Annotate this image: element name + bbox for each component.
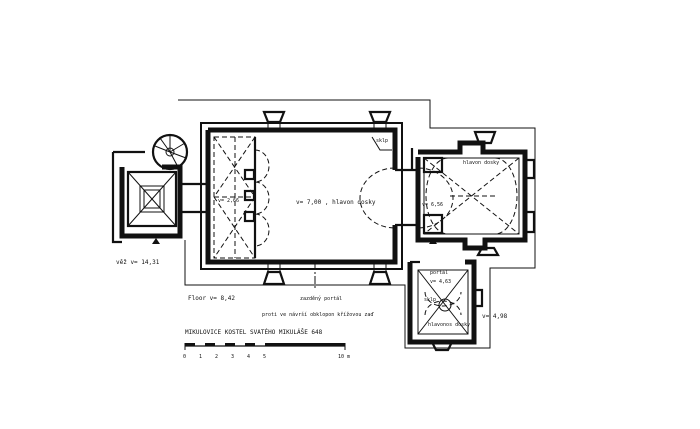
annex-label: sklp	[376, 138, 388, 144]
small-vault-label: v= 2,66	[218, 198, 239, 204]
plan-caption: MIKULOVICE KOSTEL SVATÉHO MIKULÁŠE 648	[185, 328, 323, 336]
triumphal-arch	[359, 167, 454, 229]
nave-buttresses	[262, 110, 392, 286]
choir-height-label: v= 6,56	[422, 202, 443, 208]
site-outline	[178, 99, 536, 349]
scale-tick-2: 2	[215, 354, 218, 360]
east-annex-height-label: v= 4,98	[482, 313, 508, 320]
floor-height-label: Floor v= 8,42	[188, 295, 235, 302]
sacristy-vault-label: hlavonos dosky	[428, 322, 470, 328]
sacristy-height-label: v= 4,63	[430, 279, 451, 285]
scale-tick-3: 3	[231, 354, 234, 360]
tower-height-label: věž v= 14,31	[116, 259, 160, 266]
sacristy	[407, 259, 484, 352]
spiral-staircase	[151, 133, 189, 171]
sacristy-room-label: sklp	[424, 297, 436, 303]
scale-tick-4: 4	[247, 354, 250, 360]
portal-note-label: zazděný portál	[300, 295, 342, 302]
nave-height-label: v= 7,00 , hlavon dosky	[296, 199, 376, 206]
tower	[111, 150, 183, 244]
choir	[410, 140, 528, 251]
scale-tick-5: 5	[263, 354, 266, 360]
cross-note-label: proti ve návrší obklopon křížovou zaď	[262, 311, 374, 318]
nave	[200, 122, 403, 270]
sacristy-portal-label: portál	[430, 269, 448, 276]
choir-buttresses	[473, 130, 536, 257]
scale-bar: 0 1 2 3 4 5 10 m	[183, 343, 350, 360]
scale-tick-1: 1	[199, 354, 202, 360]
tower-passage	[180, 182, 210, 214]
scale-tick-10m: 10 m	[338, 354, 350, 360]
scale-tick-0: 0	[183, 354, 186, 360]
choir-vault-label: hlavon dosky	[463, 160, 499, 166]
